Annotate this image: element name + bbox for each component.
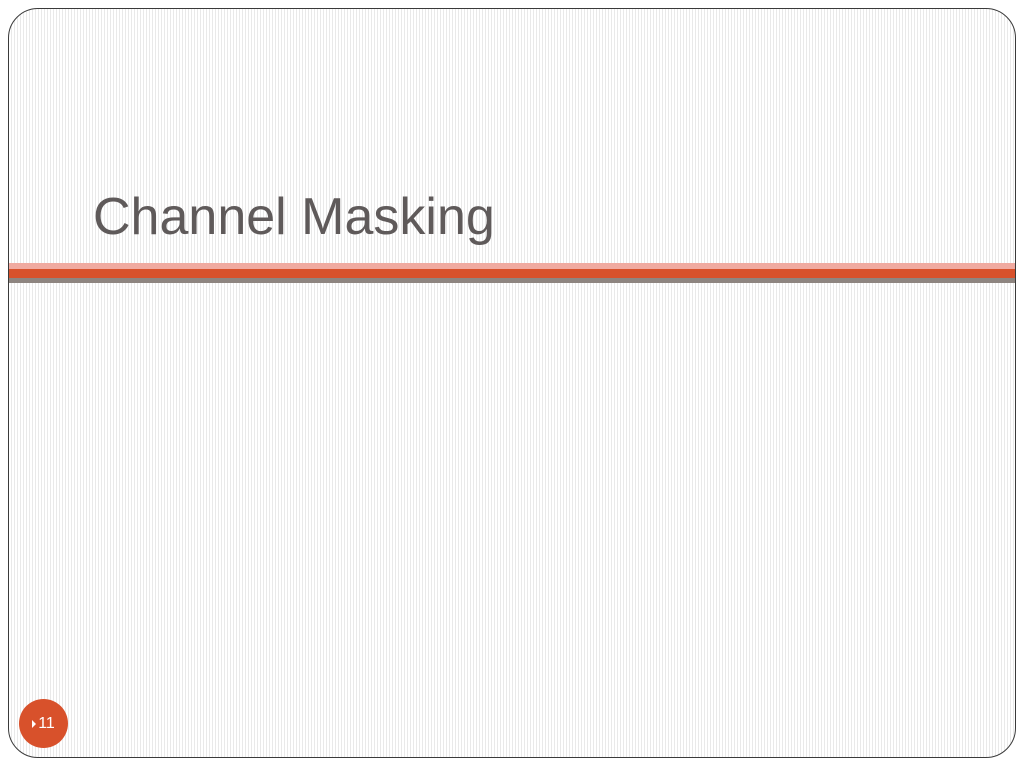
title-band-light (9, 263, 1015, 269)
page-number: 11 (38, 714, 55, 732)
slide: Channel Masking 11 (8, 8, 1016, 758)
page-number-badge: 11 (19, 699, 68, 748)
title-band-gray (9, 278, 1015, 283)
title-band-accent (9, 269, 1015, 278)
slide-title: Channel Masking (93, 188, 495, 246)
play-triangle-icon (32, 719, 37, 728)
